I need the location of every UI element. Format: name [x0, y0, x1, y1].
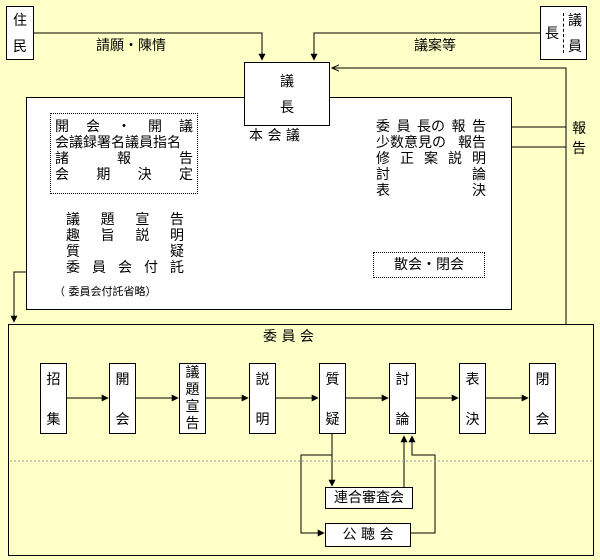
plenary-label: 本 会 議 — [249, 128, 300, 144]
report-item: 修正案説明 — [376, 151, 486, 167]
procedure-item: 趣旨説明 — [66, 228, 184, 244]
members-label-left: 長 — [545, 26, 559, 42]
step-closing: 閉会 — [529, 363, 556, 434]
members-divider — [563, 13, 564, 53]
speaker-char: 議 — [280, 74, 294, 90]
opening-items-list: 開会・開議 会議録署名議員指名 諸報告 会期決定 — [55, 119, 193, 183]
report-loop-line — [332, 68, 567, 324]
procedure-item: 議題宣告 — [66, 212, 184, 228]
step-vote: 表決 — [459, 363, 486, 434]
procedure-item: 質疑 — [66, 244, 184, 260]
residents-char: 住 — [13, 13, 27, 29]
joint-review-label: 連合審査会 — [334, 490, 404, 506]
opening-item: 諸報告 — [55, 151, 193, 167]
step-debate: 討論 — [389, 363, 416, 434]
joint-review-box: 連合審査会 — [325, 487, 413, 509]
opening-item: 開会・開議 — [55, 119, 193, 135]
residents-char: 民 — [13, 39, 27, 55]
speaker-char: 長 — [280, 100, 294, 116]
report-procedure-list: 委員長の報告 少数意見の報告 修正案説明 討論 表決 — [376, 119, 486, 199]
step-convocation: 招集 — [40, 363, 67, 434]
petition-arrow — [34, 32, 266, 61]
report-item: 討論 — [376, 167, 486, 183]
committee-label: 委 員 会 — [263, 329, 314, 345]
step-explanation: 説明 — [249, 363, 276, 434]
step-questions: 質疑 — [319, 363, 346, 434]
public-hearing-box: 公 聴 会 — [325, 523, 411, 547]
public-hearing-label: 公 聴 会 — [342, 527, 394, 543]
members-box: 長 議 員 — [540, 6, 587, 60]
opening-items-box — [50, 113, 198, 194]
adjourn-box: 散会・閉会 — [373, 252, 485, 278]
adjourn-label: 散会・閉会 — [394, 257, 464, 273]
public-hearing-return-arrow — [408, 435, 436, 534]
plenary-session-box — [26, 97, 512, 310]
to-public-hearing-arrow — [300, 454, 332, 537]
bill-arrow — [310, 32, 540, 61]
report-item: 委員長の報告 — [376, 119, 486, 135]
plenary-procedure-list: 議題宣告 趣旨説明 質疑 委員会付託 — [66, 212, 184, 276]
speaker-box: 議 長 — [244, 62, 330, 126]
omit-note: （ 委員会付託省略） — [54, 285, 157, 298]
report-item: 少数意見の報告 — [376, 135, 486, 151]
members-char: 議 — [568, 13, 582, 29]
residents-box: 住 民 — [6, 6, 34, 60]
step-opening: 開会 — [109, 363, 136, 434]
report-item: 表決 — [376, 183, 486, 199]
report-label: 報 告 — [572, 121, 586, 157]
opening-item: 会議録署名議員指名 — [55, 135, 181, 151]
opening-item: 会期決定 — [55, 167, 193, 183]
procedure-item: 委員会付託 — [66, 260, 184, 276]
bill-label: 議案等 — [414, 38, 456, 54]
committee-box — [8, 324, 594, 556]
members-char: 員 — [568, 39, 582, 55]
petition-label: 請願・陳情 — [96, 38, 166, 54]
step-agenda: 議題宣告 — [179, 363, 206, 434]
